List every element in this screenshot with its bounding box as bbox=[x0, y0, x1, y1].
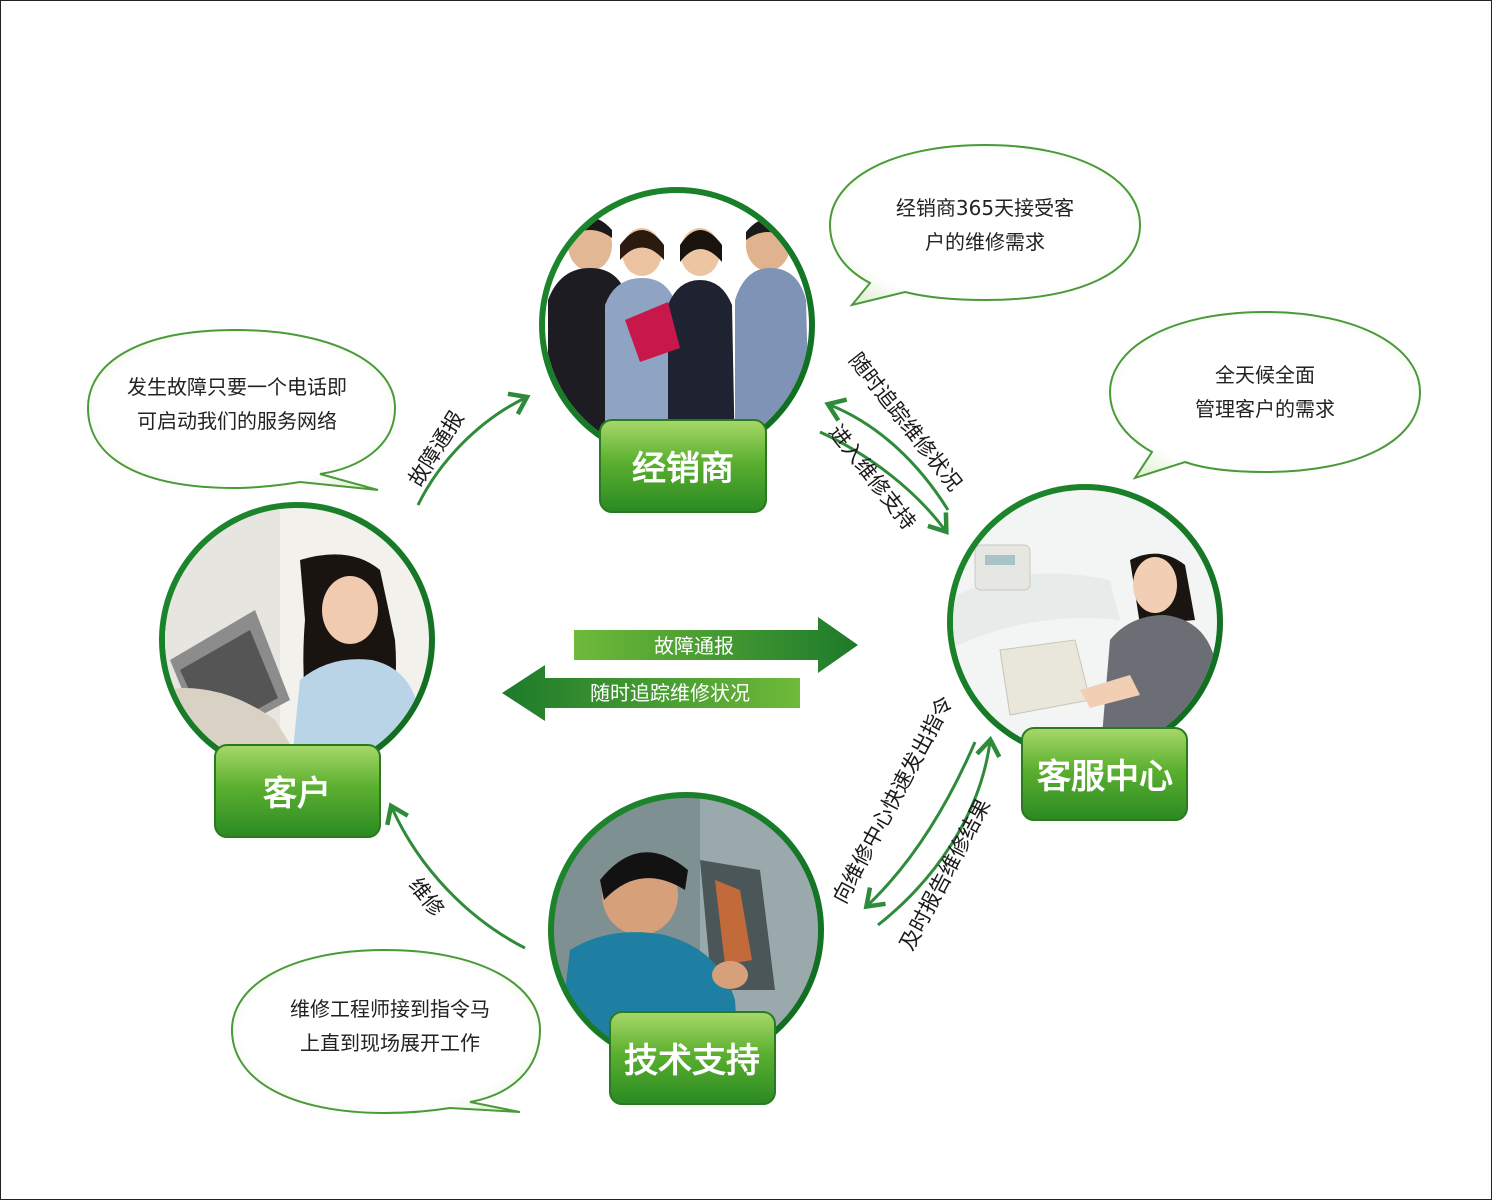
bubble-dealer-line2: 户的维修需求 bbox=[925, 230, 1045, 254]
flow-arrow-tech-to-center bbox=[877, 735, 1002, 927]
service-center-photo bbox=[953, 490, 1217, 754]
flow-label-repair: 维修 bbox=[404, 873, 449, 921]
bubble-dealer-line1: 经销商365天接受客 bbox=[896, 196, 1074, 220]
node-service-center[interactable]: 客服中心 bbox=[947, 484, 1228, 821]
node-customer[interactable]: 客户 bbox=[159, 502, 440, 838]
flow-arrow-customer-to-dealer bbox=[416, 391, 531, 506]
bubble-service-center: 全天候全面 管理客户的需求 bbox=[1108, 310, 1422, 480]
flow-arrow-tech-to-customer bbox=[385, 802, 526, 950]
flow-arrow-center-to-dealer bbox=[824, 397, 950, 511]
flow-arrow-center-to-tech bbox=[863, 741, 977, 910]
band-arrow-track: 随时追踪维修状况 bbox=[502, 665, 800, 721]
band-arrow-report: 故障通报 bbox=[574, 617, 858, 673]
node-label-customer: 客户 bbox=[263, 774, 331, 814]
band-label-report: 故障通报 bbox=[654, 634, 734, 658]
bubble-center-line2: 管理客户的需求 bbox=[1195, 397, 1335, 421]
node-label-service-center: 客服中心 bbox=[1037, 757, 1173, 797]
bubble-dealer: 经销商365天接受客 户的维修需求 bbox=[828, 143, 1142, 307]
bubble-tech-support: 维修工程师接到指令马 上直到现场展开工作 bbox=[230, 948, 542, 1115]
band-label-track: 随时追踪维修状况 bbox=[590, 681, 750, 705]
dealer-photo bbox=[545, 193, 809, 457]
node-label-tech-support: 技术支持 bbox=[624, 1041, 760, 1081]
node-tech-support[interactable]: 技术支持 bbox=[548, 792, 830, 1105]
bubble-customer: 发生故障只要一个电话即 可启动我们的服务网络 bbox=[86, 328, 397, 491]
flow-arrow-dealer-to-center bbox=[819, 430, 949, 535]
bubble-tech-line1: 维修工程师接到指令马 bbox=[290, 997, 490, 1021]
bubble-customer-line1: 发生故障只要一个电话即 bbox=[127, 375, 347, 399]
bubble-tech-line2: 上直到现场展开工作 bbox=[300, 1031, 480, 1055]
node-dealer[interactable]: 经销商 bbox=[539, 187, 820, 513]
bubble-customer-line2: 可启动我们的服务网络 bbox=[137, 409, 337, 433]
node-label-dealer: 经销商 bbox=[632, 449, 734, 489]
bubble-center-line1: 全天候全面 bbox=[1215, 363, 1315, 387]
flow-label-report-result: 及时报告维修结果 bbox=[895, 795, 995, 955]
